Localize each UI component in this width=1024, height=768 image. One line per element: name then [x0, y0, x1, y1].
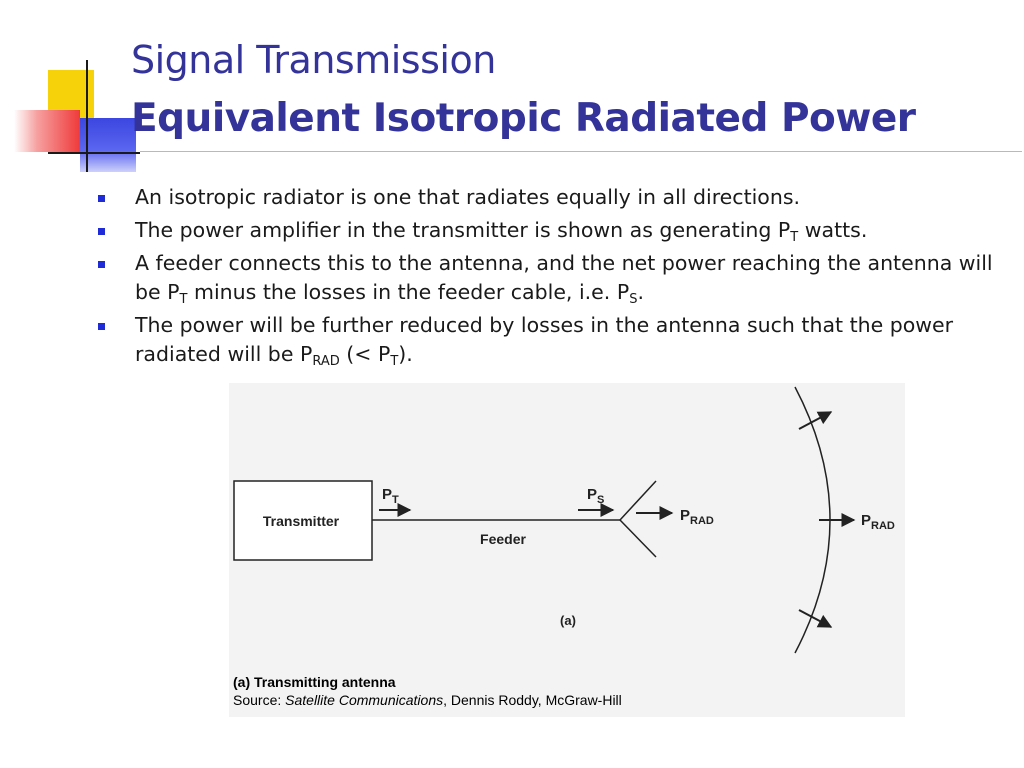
bullet-item: The power amplifier in the transmitter i… [96, 216, 996, 245]
antenna-upper-arm [619, 480, 657, 521]
wavefront-arrow-top [798, 411, 833, 430]
logo-vertical-line [86, 60, 88, 172]
square-bullet-icon [98, 195, 105, 202]
ps-label: PS [587, 486, 604, 506]
antenna-diagram: Transmitter Feeder PT PS PRAD PRAD (a) [229, 383, 905, 717]
transmitter-box [233, 480, 373, 561]
square-bullet-icon [98, 228, 105, 235]
transmitter-label: Transmitter [263, 513, 340, 529]
slide-subtitle: Equivalent Isotropic Radiated Power [131, 96, 916, 141]
pt-label: PT [382, 486, 399, 506]
slide-title: Signal Transmission [131, 38, 496, 82]
bullet-item: A feeder connects this to the antenna, a… [96, 249, 996, 307]
caption-book: Satellite Communications [285, 692, 444, 708]
logo-red-square [14, 110, 80, 152]
antenna-lower-arm [619, 519, 657, 558]
logo-blue-square [80, 118, 136, 172]
caption-title: (a) Transmitting antenna [233, 674, 396, 690]
feeder-label: Feeder [480, 531, 526, 547]
figure-caption: (a) Transmitting antenna Source: Satelli… [233, 673, 622, 709]
prad-label-far: PRAD [861, 512, 895, 532]
panel-label: (a) [560, 613, 576, 628]
caption-source: Source: Satellite Communications, Dennis… [233, 692, 622, 708]
square-bullet-icon [98, 261, 105, 268]
bullet-item: An isotropic radiator is one that radiat… [96, 183, 996, 212]
square-bullet-icon [98, 323, 105, 330]
title-divider [140, 151, 1022, 152]
bullet-list: An isotropic radiator is one that radiat… [96, 183, 996, 373]
logo-horizontal-line [48, 152, 140, 154]
prad-label-near: PRAD [680, 507, 714, 527]
wavefront-arrow-bottom [798, 609, 833, 628]
bullet-item: The power will be further reduced by los… [96, 311, 996, 369]
